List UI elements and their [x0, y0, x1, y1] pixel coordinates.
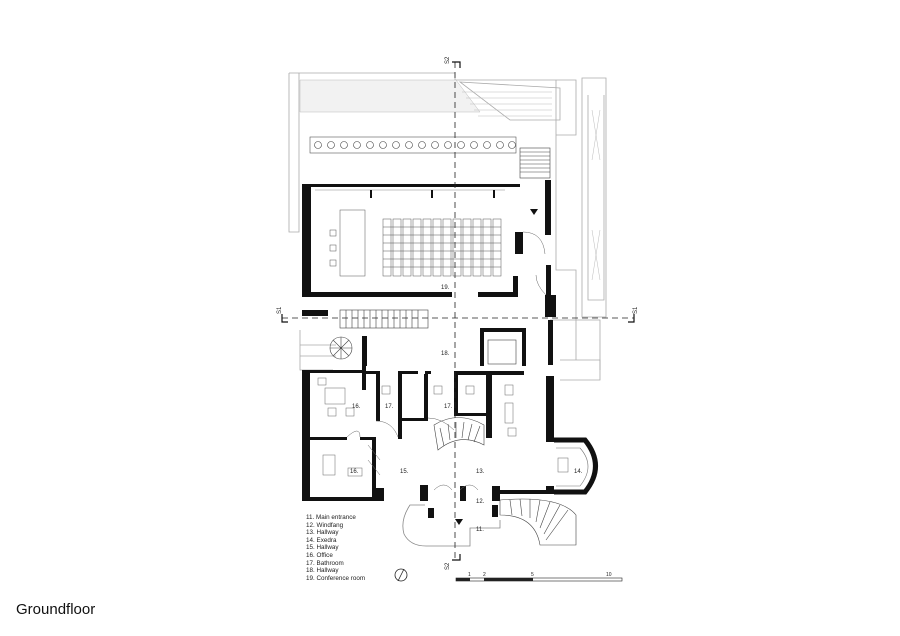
label-11: 11.: [476, 527, 484, 533]
site-outline: [288, 72, 607, 381]
exedra-wall: [554, 437, 598, 495]
section-s1-left: S1: [277, 306, 283, 314]
legend-item: 18. Hallway: [306, 567, 339, 575]
legend-item: 15. Hallway: [306, 544, 339, 552]
section-lines: [282, 62, 634, 560]
section-s2-top: S2: [445, 56, 451, 64]
label-15: 15.: [400, 469, 409, 475]
upper-stair: [519, 147, 551, 179]
legend-item: 19. Conference room: [306, 574, 366, 582]
door-swings: [346, 231, 547, 491]
legend-item: 13. Hallway: [306, 529, 339, 537]
scale-label-10: 10: [606, 572, 612, 578]
section-markers: [281, 61, 635, 561]
walls: [302, 180, 556, 518]
section-s1-right: S1: [633, 306, 639, 314]
scale-label-1: 1: [468, 572, 471, 578]
room-legend: 11. Main entrance 12. Windfang 13. Hallw…: [306, 514, 365, 582]
scale-label-5: 5: [531, 572, 534, 578]
label-13: 13.: [476, 469, 485, 475]
legend-item: 11. Main entrance: [306, 514, 356, 521]
label-18: 18.: [441, 351, 450, 357]
legend-item: 14. Exedra: [306, 536, 337, 544]
legend-item: 17. Bathroom: [306, 559, 344, 567]
label-12: 12.: [476, 499, 485, 505]
furniture: [317, 377, 569, 477]
scale-bar: 1 2 5 10: [455, 572, 623, 582]
legend-item: 12. Windfang: [306, 521, 344, 529]
section-texts: S2 S2 S1 S1: [277, 56, 639, 570]
section-s2-bottom: S2: [445, 562, 451, 570]
roof-hatch: [299, 79, 601, 281]
entrance-arrow: [455, 519, 463, 525]
label-17-a: 17.: [385, 404, 394, 410]
column-row: [309, 136, 517, 154]
label-16-lower: 16.: [350, 469, 359, 475]
seating-grid: [315, 189, 505, 277]
label-16-upper: 16.: [352, 404, 361, 410]
upper-entrance-arrow: [530, 209, 538, 215]
legend-item: 16. Office: [306, 551, 333, 559]
front-terrace: [402, 504, 501, 547]
scale-label-2: 2: [483, 572, 486, 578]
spiral-stair: [433, 417, 485, 451]
plan-caption: Groundfloor: [16, 601, 96, 618]
label-19: 19.: [441, 285, 450, 291]
north-arrow-icon: [394, 568, 408, 582]
entrance-stair: [499, 498, 577, 546]
room-labels: 19. 18. 16. 17. 17. 16. 15. 13. 14. 12. …: [350, 285, 583, 533]
mid-stair: [329, 309, 517, 365]
label-17-b: 17.: [444, 404, 453, 410]
label-14: 14.: [574, 469, 583, 475]
